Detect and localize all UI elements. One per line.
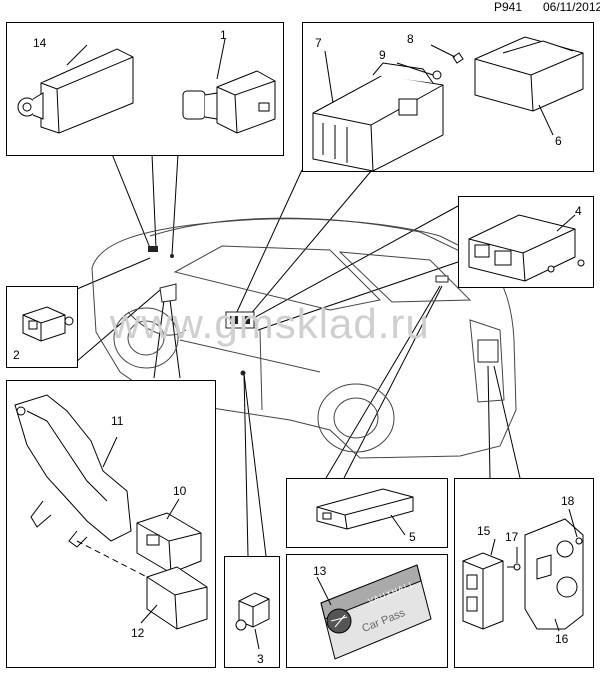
module-6-icon (474, 36, 584, 112)
car-outline (91, 217, 517, 459)
diagram-date: 06/11/2012 (543, 0, 600, 14)
diagram-code: P941 (494, 0, 523, 14)
callout-13: 13 (313, 564, 327, 578)
panel-3: 3 (224, 556, 280, 668)
callout-15: 15 (477, 524, 491, 538)
callout-9: 9 (379, 48, 386, 62)
panel-13: 13 VAUXHALL Car Pass (286, 554, 448, 668)
callout-11: 11 (111, 414, 124, 428)
panel-7-6: 7 8 9 6 (302, 22, 594, 172)
sensor-1-icon (182, 70, 276, 134)
panel-15-18: 15 17 18 16 (454, 478, 594, 668)
car-pass-card (320, 564, 432, 660)
callout-1: 1 (220, 28, 227, 42)
callout-12: 12 (131, 626, 145, 640)
callout-17: 17 (505, 530, 519, 544)
callout-4: 4 (575, 204, 582, 218)
panel-2: 2 (6, 286, 78, 368)
callout-10: 10 (173, 484, 187, 498)
sensor-2-icon (22, 306, 74, 342)
module-5-icon (316, 488, 414, 530)
callout-7: 7 (315, 36, 322, 50)
bracket-11-icon (14, 394, 132, 548)
screw-17-icon (507, 563, 521, 571)
bolt-8-icon (430, 44, 464, 64)
panel-5: 5 (286, 478, 448, 548)
callout-5: 5 (409, 530, 416, 544)
module-10-icon (136, 512, 202, 574)
callout-18: 18 (561, 494, 575, 508)
panel-11-12: 11 10 12 (6, 380, 216, 668)
callout-6: 6 (555, 134, 562, 148)
callout-14: 14 (33, 36, 47, 50)
module-15-icon (462, 552, 504, 630)
module-4-icon (468, 214, 585, 282)
sensor-3-icon (235, 592, 270, 631)
screw-18-icon (575, 537, 583, 545)
callout-2: 2 (13, 348, 20, 362)
panel-4: 4 (458, 196, 594, 288)
sensor-14-icon (17, 48, 134, 134)
module-12-icon (146, 566, 208, 630)
callout-16: 16 (555, 632, 569, 646)
panel-14-1: 14 1 (6, 22, 284, 156)
module-7-icon (312, 62, 444, 172)
callout-8: 8 (407, 32, 414, 46)
callout-3: 3 (257, 652, 264, 666)
bracket-16-icon (524, 518, 584, 630)
clip-9-icon (396, 62, 442, 80)
watermark: www.gmsklad.ru (110, 300, 430, 347)
